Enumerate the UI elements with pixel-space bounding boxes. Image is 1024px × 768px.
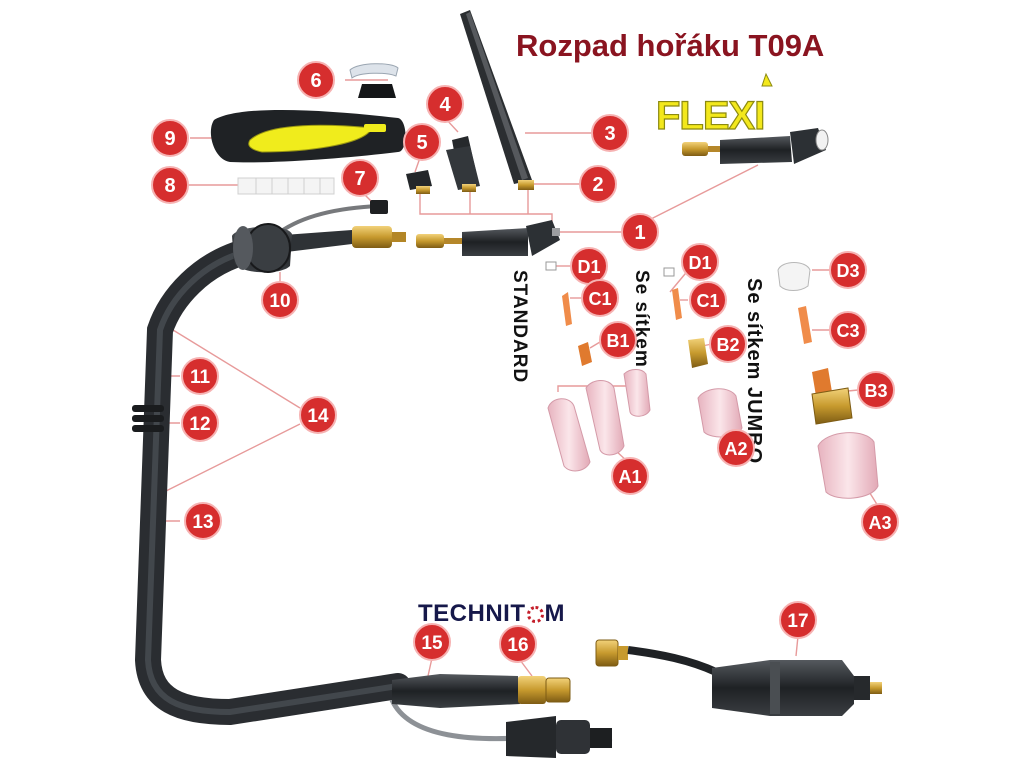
group-label-jumbo: Se sítkem JUMBO xyxy=(743,278,765,465)
short-cap-5 xyxy=(406,170,432,194)
callout-13-text: 13 xyxy=(192,512,213,533)
callout-4-text: 4 xyxy=(439,94,451,116)
callout-badges: 6 9 8 7 5 4 3 2 1 10 11 12 14 13 15 16 1… xyxy=(151,61,899,663)
switch-6 xyxy=(349,63,399,98)
callout-8-text: 8 xyxy=(164,175,175,197)
callout-10: 10 xyxy=(261,281,299,319)
callout-5-text: 5 xyxy=(416,132,427,154)
cable-strip-8 xyxy=(237,177,335,195)
callout-9-text: 9 xyxy=(164,128,175,150)
callout-3: 3 xyxy=(591,114,629,152)
brand-text-start: TECHNIT xyxy=(418,600,526,627)
callout-d3: D3 xyxy=(829,251,867,289)
medium-cap-4 xyxy=(446,136,480,192)
callout-6: 6 xyxy=(297,61,335,99)
callout-15: 15 xyxy=(413,623,451,661)
callout-b1-text: B1 xyxy=(606,331,629,351)
callout-d1-standard-text: D1 xyxy=(577,257,600,277)
callout-10-text: 10 xyxy=(269,291,290,312)
callout-a2-text: A2 xyxy=(724,439,747,459)
callout-9: 9 xyxy=(151,119,189,157)
brass-fitting xyxy=(352,226,392,248)
callout-3-text: 3 xyxy=(604,123,615,145)
callout-b2: B2 xyxy=(709,325,747,363)
callout-b3: B3 xyxy=(857,371,895,409)
torch-head-1 xyxy=(416,220,560,256)
callout-14: 14 xyxy=(299,396,337,434)
handle-9 xyxy=(210,109,406,163)
callout-16: 16 xyxy=(499,625,537,663)
callout-12-text: 12 xyxy=(189,414,210,435)
callout-1: 1 xyxy=(621,213,659,251)
gas-hose-7 xyxy=(278,204,381,234)
callout-d1-sitkem: D1 xyxy=(681,243,719,281)
callout-8: 8 xyxy=(151,166,189,204)
brand-logo: TECHNIT M xyxy=(418,600,565,628)
callout-c1-sitkem: C1 xyxy=(689,281,727,319)
callout-2: 2 xyxy=(579,165,617,203)
callout-11: 11 xyxy=(181,357,219,395)
rear-handle-15 xyxy=(392,674,520,708)
callout-17: 17 xyxy=(779,601,817,639)
callout-c1-standard-text: C1 xyxy=(588,289,611,309)
callout-14-text: 14 xyxy=(307,406,329,427)
callout-a3-text: A3 xyxy=(868,513,891,533)
callout-a1: A1 xyxy=(611,457,649,495)
standard-set xyxy=(545,261,651,472)
flexi-torch xyxy=(682,72,829,164)
callout-11-text: 11 xyxy=(190,367,211,388)
callout-a3: A3 xyxy=(861,503,899,541)
callout-4: 4 xyxy=(426,85,464,123)
brand-text-end: M xyxy=(544,600,565,627)
callout-a1-text: A1 xyxy=(618,467,641,487)
callout-7-text: 7 xyxy=(354,168,365,190)
callout-6-text: 6 xyxy=(310,70,321,92)
callout-b2-text: B2 xyxy=(716,335,739,355)
callout-15-text: 15 xyxy=(421,633,443,654)
callout-c3-text: C3 xyxy=(836,321,859,341)
callout-1-text: 1 xyxy=(634,222,645,244)
brand-o-icon xyxy=(526,606,544,623)
sitkem-set xyxy=(663,267,743,438)
callout-c1-sitkem-text: C1 xyxy=(696,291,719,311)
callout-d1-sitkem-text: D1 xyxy=(688,253,711,273)
callout-2-text: 2 xyxy=(592,174,603,196)
power-connector-16 xyxy=(518,676,571,704)
long-cap-3 xyxy=(460,10,534,190)
callout-c1-standard: C1 xyxy=(581,279,619,317)
callout-a2: A2 xyxy=(717,429,755,467)
callout-7: 7 xyxy=(341,159,379,197)
group-label-standard: STANDARD xyxy=(509,270,530,384)
callout-12: 12 xyxy=(181,404,219,442)
cable-rings xyxy=(132,405,164,432)
callout-b1: B1 xyxy=(599,321,637,359)
diagram-title: Rozpad hořáku T09A xyxy=(516,28,825,63)
callout-d3-text: D3 xyxy=(836,261,859,281)
callout-b3-text: B3 xyxy=(864,381,887,401)
callout-13: 13 xyxy=(184,502,222,540)
adapter-17 xyxy=(595,639,882,716)
callout-17-text: 17 xyxy=(787,611,808,632)
flexi-logo: FLEXI xyxy=(655,93,766,138)
callout-c3: C3 xyxy=(829,311,867,349)
callout-d1-standard: D1 xyxy=(570,247,608,285)
jumbo-set xyxy=(777,262,879,499)
control-plug xyxy=(506,716,612,758)
callout-16-text: 16 xyxy=(507,635,528,656)
callout-5: 5 xyxy=(403,123,441,161)
